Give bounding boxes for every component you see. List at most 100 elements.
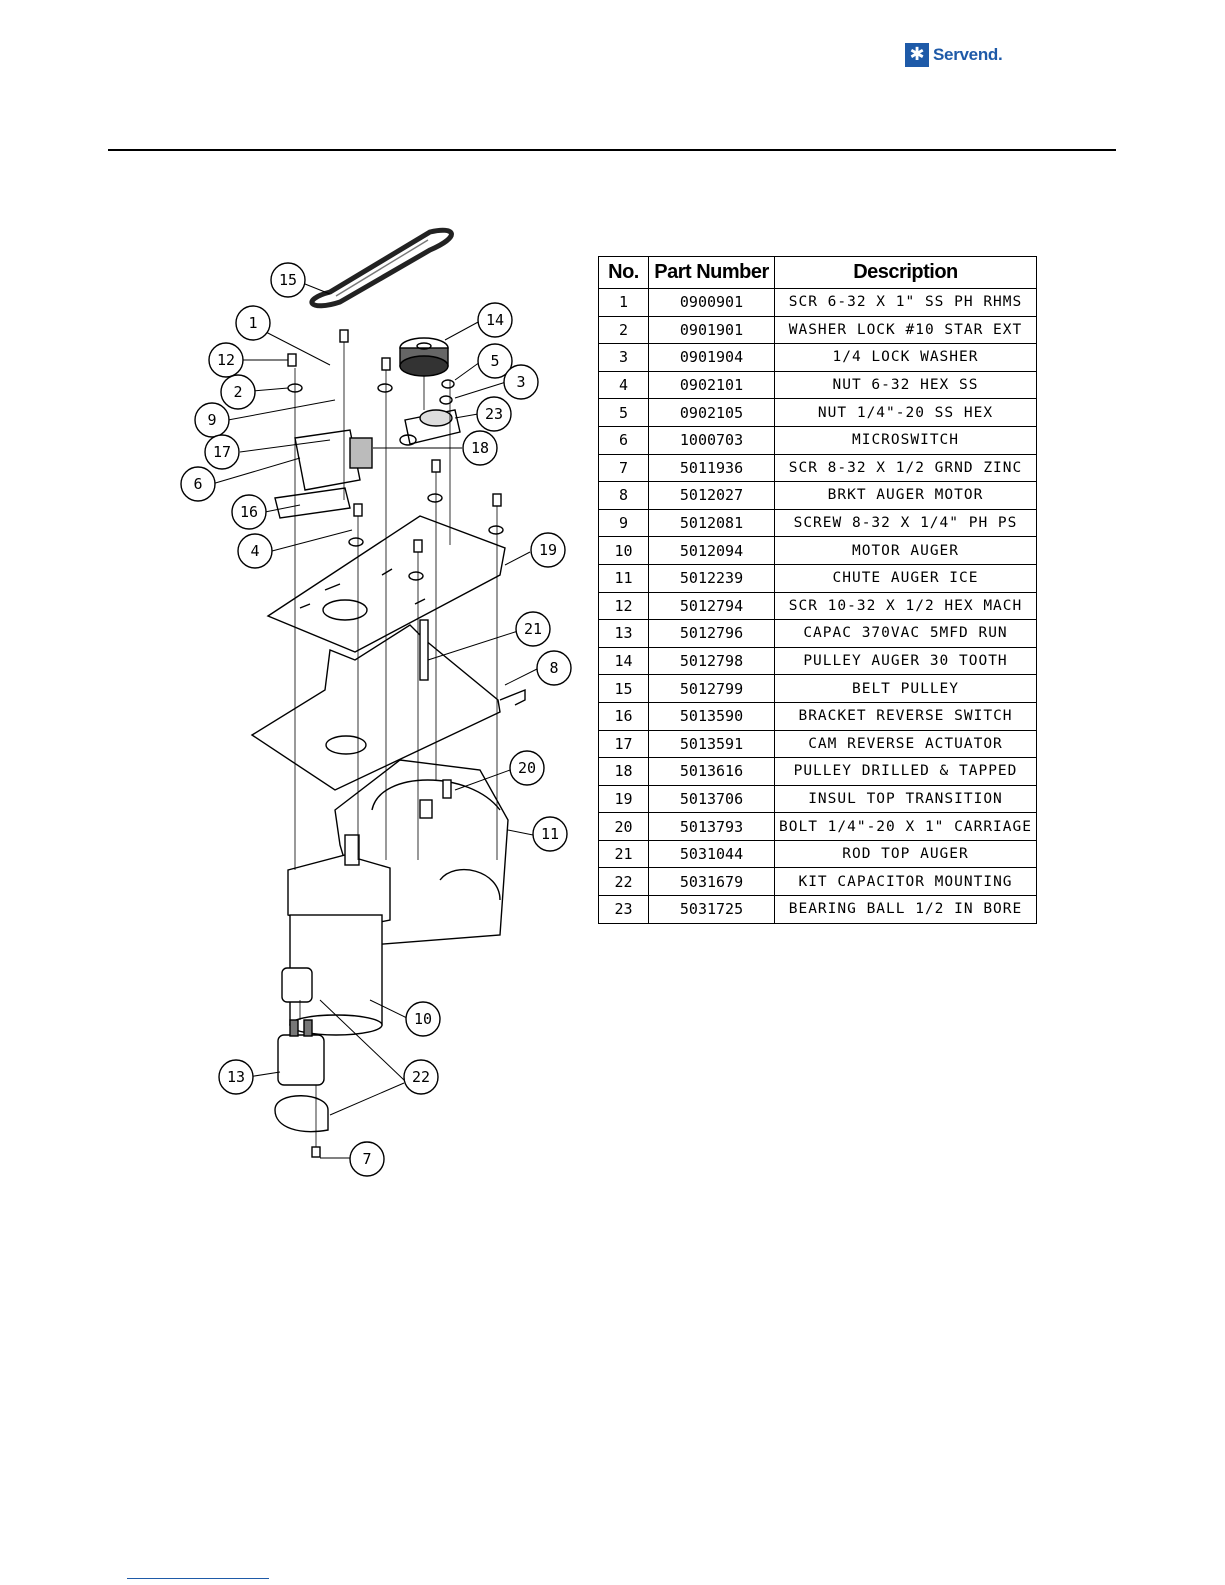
cell-no: 20	[598, 812, 649, 841]
callout-8: 8	[536, 650, 572, 686]
cell-no: 6	[598, 425, 649, 455]
cell-description: BRACKET REVERSE SWITCH	[774, 701, 1037, 731]
cell-no: 9	[598, 508, 649, 538]
callout-23: 23	[476, 396, 512, 432]
exploded-parts-diagram: 15 1 14 12 5 3 2 9 23 17 18 6 16 4 19 21…	[180, 227, 572, 1177]
svg-text:16: 16	[240, 503, 258, 521]
callout-3: 3	[503, 364, 539, 400]
column-header-no: No.	[598, 256, 649, 289]
cell-part-number: 0901901	[648, 315, 775, 345]
column-header-description: Description	[774, 256, 1037, 289]
cell-description: PULLEY DRILLED & TAPPED	[774, 757, 1037, 786]
svg-text:8: 8	[549, 659, 558, 677]
svg-text:4: 4	[250, 542, 259, 560]
cell-part-number: 5031725	[648, 895, 775, 924]
cell-description: ROD TOP AUGER	[774, 839, 1037, 869]
svg-text:10: 10	[414, 1010, 432, 1028]
cell-part-number: 5013591	[648, 729, 775, 759]
cell-part-number: 0902101	[648, 370, 775, 400]
svg-text:1: 1	[248, 314, 257, 332]
cell-description: CAPAC 370VAC 5MFD RUN	[774, 619, 1037, 648]
callout-12: 12	[208, 342, 244, 378]
cell-part-number: 1000703	[648, 425, 775, 455]
svg-text:2: 2	[233, 383, 242, 401]
cell-part-number: 5013793	[648, 812, 775, 841]
svg-text:3: 3	[516, 373, 525, 391]
cell-no: 10	[598, 536, 649, 565]
cell-no: 15	[598, 674, 649, 703]
cell-description: BOLT 1/4"-20 X 1" CARRIAGE	[774, 812, 1037, 841]
svg-text:18: 18	[471, 439, 489, 457]
cell-part-number: 5012798	[648, 646, 775, 676]
callout-14: 14	[477, 302, 513, 338]
svg-text:22: 22	[412, 1068, 430, 1086]
cell-description: MOTOR AUGER	[774, 536, 1037, 565]
cell-no: 17	[598, 729, 649, 759]
cell-no: 23	[598, 895, 649, 924]
callout-9: 9	[194, 402, 230, 438]
svg-text:14: 14	[486, 311, 504, 329]
cell-no: 8	[598, 481, 649, 510]
callout-2: 2	[220, 374, 256, 410]
cell-description: BEARING BALL 1/2 IN BORE	[774, 895, 1037, 924]
cell-description: SCR 8-32 X 1/2 GRND ZINC	[774, 453, 1037, 483]
cell-description: CAM REVERSE ACTUATOR	[774, 729, 1037, 759]
parts-table-header: No. Part Number Description	[598, 256, 1037, 289]
callout-5: 5	[477, 343, 513, 379]
cell-no: 1	[598, 288, 649, 317]
cell-description: CHUTE AUGER ICE	[774, 563, 1037, 593]
cell-part-number: 5012799	[648, 674, 775, 703]
cell-part-number: 5011936	[648, 453, 775, 483]
cell-no: 2	[598, 315, 649, 345]
cell-part-number: 5013616	[648, 757, 775, 786]
column-header-part-number: Part Number	[648, 256, 775, 289]
callout-13: 13	[218, 1059, 254, 1095]
cell-description: INSUL TOP TRANSITION	[774, 784, 1037, 814]
cell-part-number: 5012081	[648, 508, 775, 538]
cell-description: SCREW 8-32 X 1/4" PH PS	[774, 508, 1037, 538]
callout-7: 7	[349, 1141, 385, 1177]
cell-description: 1/4 LOCK WASHER	[774, 343, 1037, 372]
svg-text:15: 15	[279, 271, 297, 289]
svg-text:7: 7	[362, 1150, 371, 1168]
svg-text:17: 17	[213, 443, 231, 461]
footer-link-underline	[127, 1578, 269, 1579]
svg-text:21: 21	[524, 620, 542, 638]
cell-no: 14	[598, 646, 649, 676]
cell-part-number: 5012794	[648, 591, 775, 621]
cell-no: 7	[598, 453, 649, 483]
cell-no: 19	[598, 784, 649, 814]
cell-no: 21	[598, 839, 649, 869]
callout-19: 19	[530, 532, 566, 568]
svg-text:12: 12	[217, 351, 235, 369]
cell-description: PULLEY AUGER 30 TOOTH	[774, 646, 1037, 676]
callout-1: 1	[235, 305, 271, 341]
callout-17: 17	[204, 434, 240, 470]
cell-part-number: 0900901	[648, 288, 775, 317]
callout-20: 20	[509, 750, 545, 786]
callout-11: 11	[532, 816, 568, 852]
svg-text:9: 9	[207, 411, 216, 429]
cell-no: 3	[598, 343, 649, 372]
svg-text:5: 5	[490, 352, 499, 370]
